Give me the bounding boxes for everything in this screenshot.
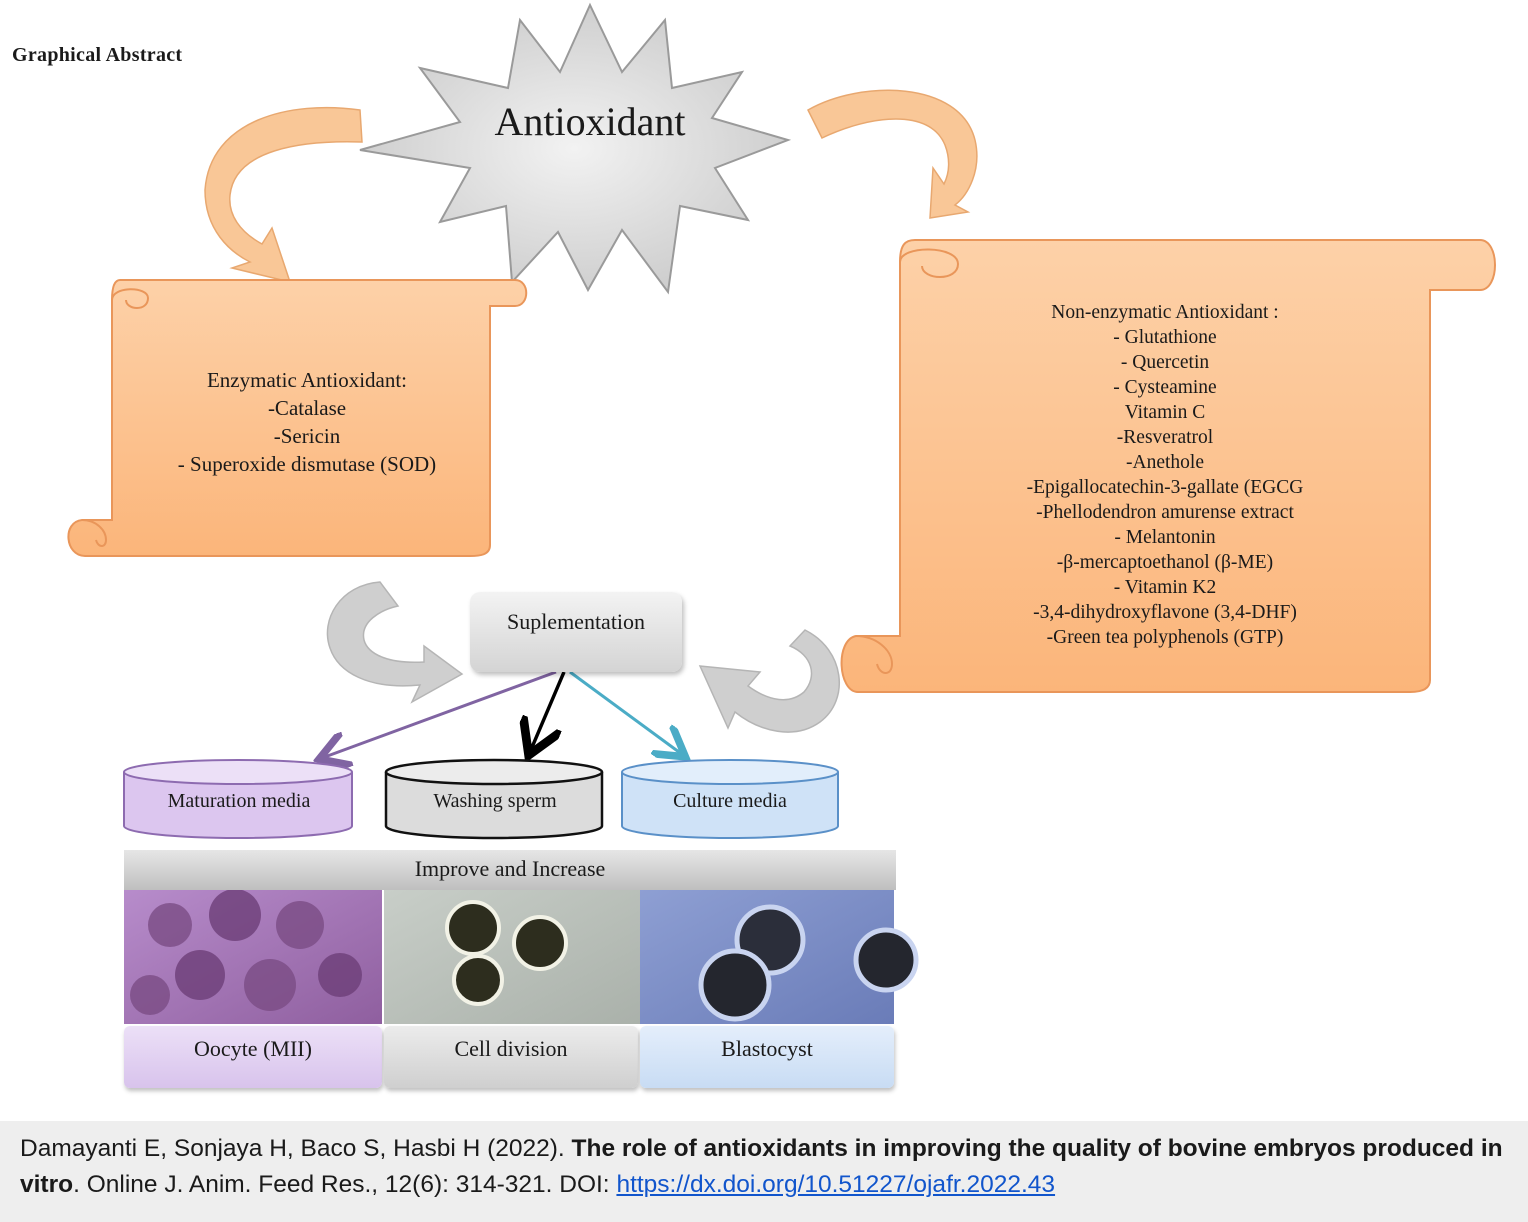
graphical-abstract-title: Graphical Abstract (12, 44, 183, 66)
arrow-to-culture (569, 670, 683, 755)
non-enzymatic-list: Non-enzymatic Antioxidant : - Glutathion… (905, 300, 1425, 650)
photo-oocyte (124, 889, 382, 1024)
curved-arrow-left (204, 106, 363, 284)
citation-journal: . Online J. Anim. Feed Res., 12(6): 314-… (73, 1171, 617, 1198)
non-enzymatic-scroll (840, 239, 1496, 693)
supplementation-box: Suplementation (470, 592, 682, 672)
photo-blastocyst (640, 890, 919, 1024)
arrow-to-washing (530, 671, 566, 752)
citation-panel: Damayanti E, Sonjaya H, Baco S, Hasbi H … (0, 1121, 1528, 1222)
non-enzymatic-item: -Anethole (1126, 452, 1204, 473)
non-enzymatic-item: - Vitamin K2 (1113, 577, 1217, 598)
non-enzymatic-item: -Phellodendron amurense extract (1036, 502, 1294, 523)
enzymatic-scroll (67, 279, 528, 557)
doi-link[interactable]: https://dx.doi.org/10.51227/ojafr.2022.4… (616, 1171, 1056, 1198)
non-enzymatic-item: -3,4-dihydroxyflavone (3,4-DHF) (1033, 602, 1297, 623)
non-enzymatic-item: - Melantonin (1114, 527, 1216, 548)
curved-arrow-gray-left (326, 581, 464, 704)
blastocyst-caption: Blastocyst (640, 1026, 894, 1088)
enzymatic-list: Enzymatic Antioxidant: -Catalase -Serici… (112, 366, 502, 478)
curved-arrow-gray-right (698, 629, 841, 733)
curved-arrow-right (807, 89, 978, 219)
non-enzymatic-item: -Epigallocatechin-3-gallate (EGCG (1026, 477, 1304, 498)
non-enzymatic-heading: Non-enzymatic Antioxidant : (1051, 302, 1279, 323)
maturation-media-label: Maturation media (167, 790, 311, 812)
non-enzymatic-item: - Glutathione (1113, 327, 1217, 348)
cylinder-washing (384, 758, 604, 840)
non-enzymatic-item: -Green tea polyphenols (GTP) (1046, 627, 1284, 648)
arrow-to-maturation (322, 670, 557, 758)
enzymatic-item: -Sericin (273, 424, 341, 448)
citation-title: The role of antioxidants in improving th… (20, 1135, 1503, 1198)
enzymatic-heading: Enzymatic Antioxidant: (206, 368, 408, 392)
antioxidant-label: Antioxidant (494, 99, 686, 144)
photo-cell-division (384, 890, 640, 1024)
citation-text: Damayanti E, Sonjaya H, Baco S, Hasbi H … (20, 1131, 1510, 1203)
enzymatic-item: - Superoxide dismutase (SOD) (177, 452, 437, 476)
culture-media-label: Culture media (673, 790, 787, 812)
oocyte-caption: Oocyte (MII) (124, 1026, 382, 1088)
cylinder-culture (621, 759, 839, 839)
antioxidant-star (359, 2, 792, 295)
cylinder-maturation (123, 759, 353, 839)
non-enzymatic-item: - Cysteamine (1113, 377, 1217, 398)
non-enzymatic-item: -Resveratrol (1116, 427, 1214, 448)
washing-sperm-label: Washing sperm (433, 790, 557, 812)
non-enzymatic-item: -β-mercaptoethanol (β-ME) (1056, 552, 1274, 573)
enzymatic-item: -Catalase (267, 396, 347, 420)
cell-division-caption: Cell division (384, 1026, 638, 1088)
non-enzymatic-item: Vitamin C (1124, 402, 1206, 423)
improve-and-increase-bar: Improve and Increase (124, 850, 896, 890)
citation-authors: Damayanti E, Sonjaya H, Baco S, Hasbi H … (20, 1135, 572, 1162)
non-enzymatic-item: - Quercetin (1120, 352, 1210, 373)
